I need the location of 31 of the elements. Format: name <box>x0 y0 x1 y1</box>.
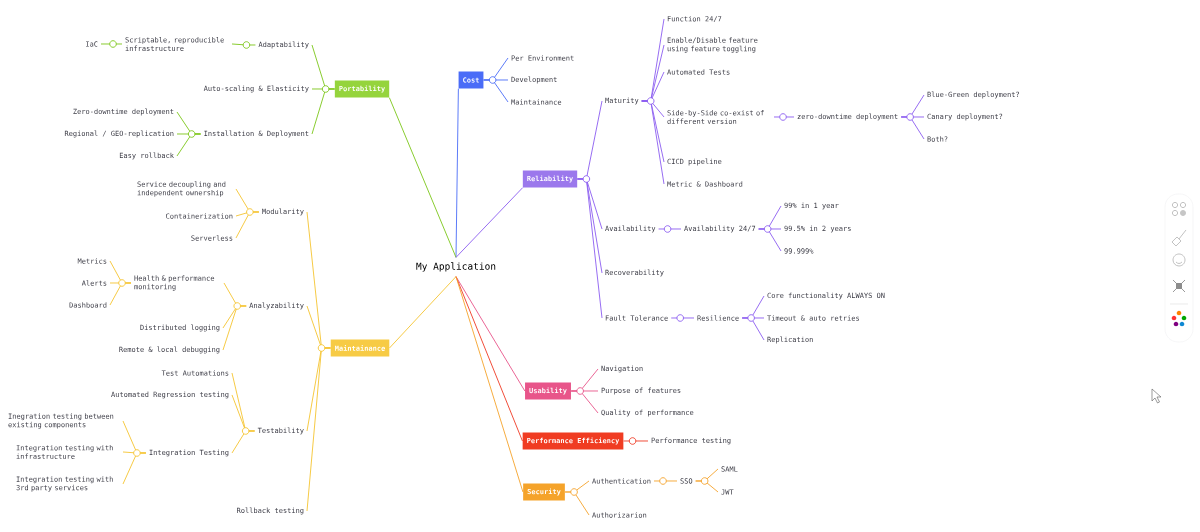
branch-line <box>641 100 665 185</box>
branch-line <box>564 491 590 516</box>
branch-line <box>306 347 331 512</box>
branch-line <box>658 228 682 230</box>
branch-line <box>670 317 695 319</box>
branch-line <box>653 480 678 482</box>
branch-line <box>576 178 603 319</box>
branch-line <box>122 452 147 485</box>
branch-line <box>773 116 795 118</box>
branch-line <box>455 276 526 392</box>
branch-line <box>623 440 649 442</box>
root-topic: My Application <box>416 262 496 272</box>
branch-line <box>455 187 524 258</box>
branch-line <box>231 430 256 454</box>
branch-line <box>222 305 247 351</box>
branch-line <box>388 97 457 258</box>
branch-line <box>900 116 925 140</box>
branch-line <box>235 211 260 239</box>
branch-line <box>176 133 202 157</box>
branch-line <box>231 43 256 46</box>
branch-line <box>455 88 459 258</box>
branch-line <box>455 276 524 493</box>
branch-line <box>758 228 782 252</box>
branch-line <box>570 390 599 414</box>
branch-line <box>483 79 509 103</box>
branch-line <box>389 276 457 349</box>
branch-line <box>109 282 132 306</box>
branch-line <box>311 88 336 135</box>
branch-line <box>741 317 765 341</box>
branch-line <box>100 43 123 45</box>
branch-line <box>695 480 719 493</box>
